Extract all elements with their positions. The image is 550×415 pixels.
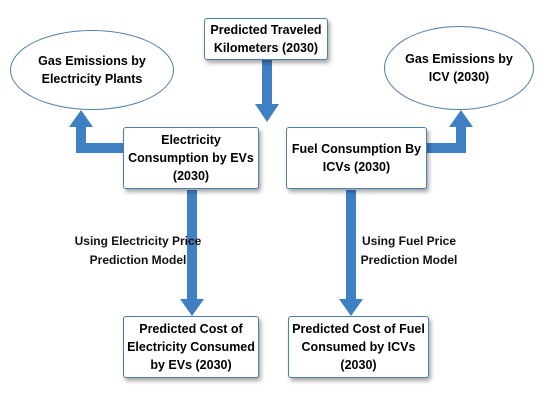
predicted-km-text: Predicted Traveled Kilometers (2030) xyxy=(210,22,322,55)
arrow-electricity-to-emissions xyxy=(69,110,123,153)
gas-emissions-electricity-text: Gas Emissions by Electricity Plants xyxy=(38,53,146,86)
cost-fuel-box: Predicted Cost of Fuel Consumed by ICVs … xyxy=(288,316,429,378)
gas-emissions-icv-text: Gas Emissions by ICV (2030) xyxy=(405,51,513,84)
arrow-fuel-to-emissions xyxy=(427,110,473,153)
arrow-fuel-down xyxy=(339,190,363,316)
predicted-km-box: Predicted Traveled Kilometers (2030) xyxy=(204,18,328,60)
cost-electricity-text: Predicted Cost of Electricity Consumed b… xyxy=(127,321,255,373)
cost-electricity-box: Predicted Cost of Electricity Consumed b… xyxy=(123,316,259,378)
gas-emissions-icv-ellipse: Gas Emissions by ICV (2030) xyxy=(384,26,534,110)
electricity-price-model-label: Using Electricity Price Prediction Model xyxy=(74,234,202,267)
electricity-consumption-text: Electricity Consumption by EVs (2030) xyxy=(128,132,254,184)
fuel-price-model-label: Using Fuel Price Prediction Model xyxy=(360,234,458,267)
electricity-consumption-box: Electricity Consumption by EVs (2030) xyxy=(123,127,259,189)
fuel-consumption-text: Fuel Consumption By ICVs (2030) xyxy=(291,141,422,174)
cost-fuel-text: Predicted Cost of Fuel Consumed by ICVs … xyxy=(292,321,425,373)
fuel-consumption-box: Fuel Consumption By ICVs (2030) xyxy=(286,127,427,189)
arrow-km-down xyxy=(255,60,279,122)
gas-emissions-electricity-ellipse: Gas Emissions by Electricity Plants xyxy=(10,30,174,110)
arrow-electricity-down xyxy=(180,190,204,316)
